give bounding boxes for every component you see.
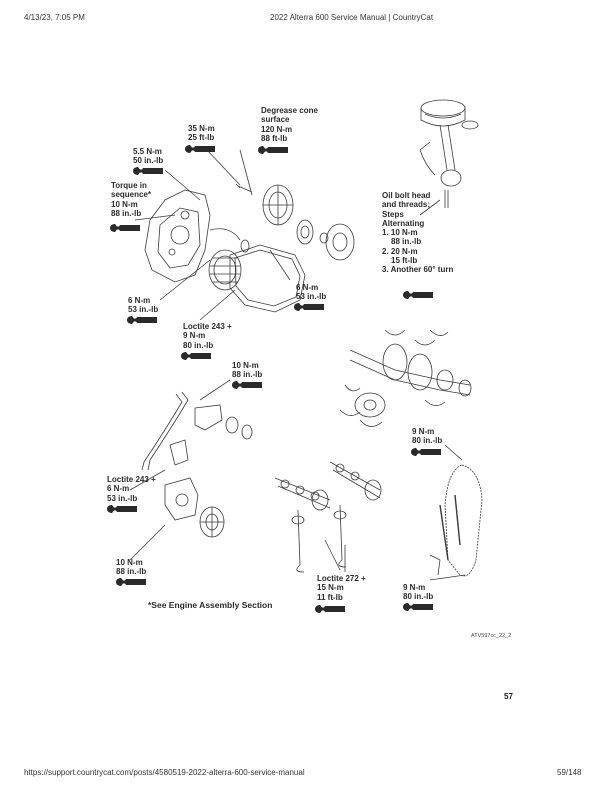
page-number: 57 [504,692,513,701]
wrench-icon [232,381,262,389]
engine-assembly-note: *See Engine Assembly Section [148,600,273,610]
figure-code: ATV597cc_22_2 [471,633,512,639]
wrench-icon [127,316,157,324]
wrench-icon [403,603,433,611]
wrench-icon [185,145,215,153]
wrench-icon [294,303,324,311]
wrench-icon [181,352,211,360]
header-title: 2022 Alterra 600 Service Manual | Countr… [270,13,434,22]
wrench-icon [107,505,137,513]
footer-url[interactable]: https://support.countrycat.com/posts/458… [24,768,305,777]
wrench-icon [110,224,140,232]
wrench-icon [133,167,163,175]
wrench-icon [411,448,441,456]
wrench-icon [403,291,433,299]
wrench-icon [315,605,345,613]
wrench-icon [258,146,288,154]
header-datetime: 4/13/23, 7:05 PM [24,13,85,22]
footer-page-count: 59/148 [557,768,582,777]
wrench-icon [116,578,146,586]
